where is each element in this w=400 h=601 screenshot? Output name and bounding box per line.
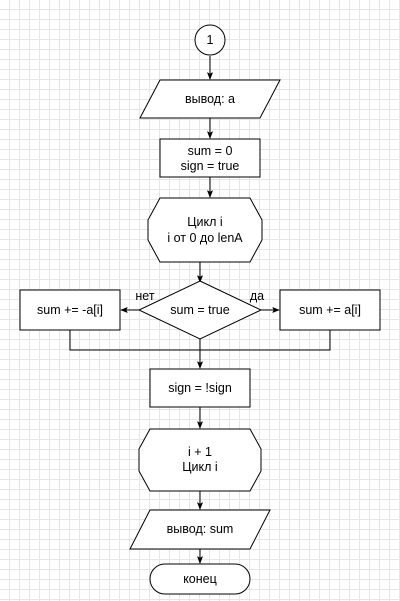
condition-label: sum = true <box>170 303 229 317</box>
toggle-node: sign = !sign <box>149 368 251 408</box>
toggle-label: sign = !sign <box>168 381 232 395</box>
loop-start-label-line2: i от 0 до lenA <box>167 231 243 245</box>
loop-end-node: i + 1 Цикл i <box>138 428 262 492</box>
output-a-label: вывод: a <box>185 92 235 106</box>
output-sum-label: вывод: sum <box>167 522 234 536</box>
end-node: конец <box>149 563 251 595</box>
loop-end-label-line1: i + 1 <box>188 445 212 459</box>
branch-no-label: нет <box>135 289 154 303</box>
connector-node: 1 <box>194 24 226 56</box>
output-a-node: вывод: a <box>139 79 281 119</box>
connector-label: 1 <box>207 33 214 47</box>
output-sum-node: вывод: sum <box>129 509 271 550</box>
branch-yes-label: да <box>250 289 264 303</box>
init-node: sum = 0 sign = true <box>159 138 261 178</box>
yes-action-label: sum += a[i] <box>299 303 361 317</box>
loop-start-label-line1: Цикл i <box>187 215 222 229</box>
loop-end-label-line2: Цикл i <box>182 460 217 474</box>
no-action-node: sum += -a[i] <box>19 289 121 331</box>
end-label: конец <box>183 572 217 586</box>
init-label-line2: sign = true <box>181 159 240 173</box>
yes-action-node: sum += a[i] <box>279 289 381 331</box>
no-action-label: sum += -a[i] <box>37 303 103 317</box>
init-label-line1: sum = 0 <box>188 144 233 158</box>
condition-node: sum = true нет да <box>135 280 264 340</box>
loop-start-node: Цикл i i от 0 до lenA <box>147 197 263 263</box>
